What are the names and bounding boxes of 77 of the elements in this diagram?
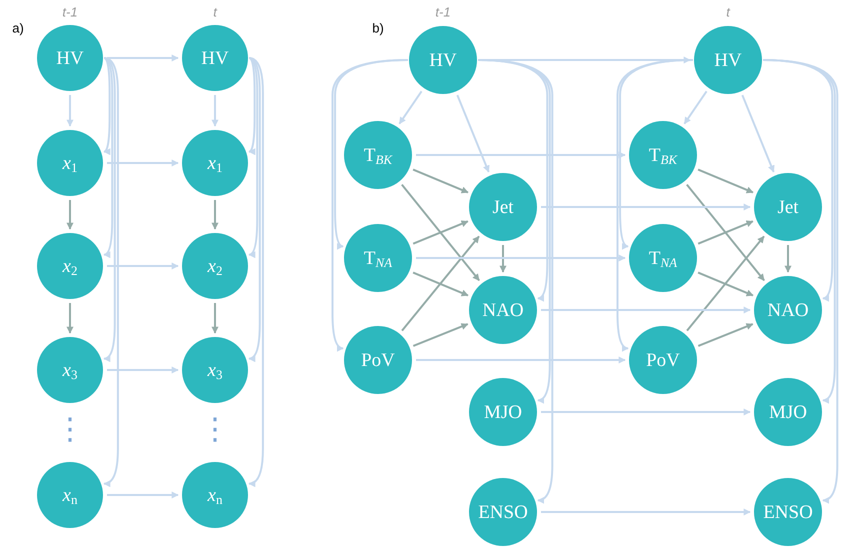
node-label: Jet [777,198,799,216]
arrow [698,272,754,296]
node-label: x$_{1}$ [62,154,78,172]
node-label: MJO [484,402,522,422]
node-label: x$_{3}$ [62,360,78,380]
arrow [698,323,754,347]
time-label: t [726,6,730,18]
time-label: t-1 [62,6,78,18]
arrow [541,306,751,314]
arrow [107,262,179,270]
node-label: x$_{n}$ [208,486,222,504]
arrow [416,152,626,158]
ellipsis-dots: ⋮ [55,415,85,445]
arrow [784,245,792,273]
node-label: x$_{3}$ [208,360,222,380]
arrow [698,220,754,245]
ellipsis-dots: ⋮ [200,415,230,445]
node-label: PoV [646,350,680,370]
node-label: NAO [482,300,524,320]
arrow [103,57,119,486]
arrow [684,90,708,124]
arrow [416,356,626,364]
node-label: PoV [361,350,395,370]
arrow [103,57,111,154]
arrow [107,54,179,62]
time-label: t-1 [435,6,451,18]
arrow [481,56,691,64]
node-label: HV [714,50,742,70]
node-label: T$_{NA}$ [648,248,678,268]
arrow [66,200,74,230]
node-label: T$_{BK}$ [648,146,678,164]
arrow [212,303,218,334]
arrow [541,204,751,210]
arrow [541,408,751,416]
arrow [212,95,218,127]
arrow [698,168,754,194]
node-label: HV [56,48,84,68]
arrow [398,90,422,124]
node-label: HV [429,50,457,70]
node-label: MJO [768,402,807,422]
arrow [248,57,261,362]
node-label: ENSO [763,502,813,522]
arrow [741,94,775,172]
arrow [107,366,179,374]
arrow [500,245,506,273]
node-label: T$_{BK}$ [364,146,392,164]
node-label: x$_{1}$ [208,154,222,172]
arrow [401,236,480,332]
node-label: x$_{n}$ [62,486,78,504]
panel-label: b) [372,22,384,34]
arrow [456,94,490,172]
arrow [103,57,116,362]
node-label: x$_{2}$ [62,256,78,276]
arrow [107,492,179,498]
arrow [686,236,765,332]
arrow [212,200,218,230]
time-label: t [213,6,217,18]
node-label: ENSO [478,502,528,522]
arrow [416,254,626,262]
arrow [412,168,469,194]
arrow [66,303,74,334]
arrow [248,57,256,154]
arrow [412,323,468,347]
panel-label: a) [12,22,24,34]
node-label: T$_{NA}$ [364,248,392,268]
arrow [107,160,179,166]
arrow [401,184,480,282]
arrow [248,57,264,486]
node-label: HV [201,48,229,68]
arrow [66,95,74,127]
arrow [686,184,765,282]
arrow [412,220,468,245]
node-label: x$_{2}$ [208,256,222,276]
node-label: Jet [492,198,514,216]
node-label: NAO [767,300,809,320]
arrow [412,272,469,296]
arrow [541,508,751,516]
